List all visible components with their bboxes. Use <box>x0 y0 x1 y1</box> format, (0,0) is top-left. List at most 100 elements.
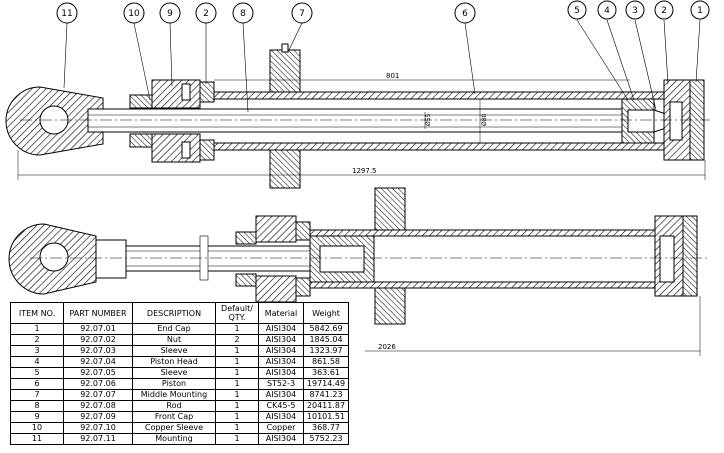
balloon-10: 10 <box>123 2 151 101</box>
bom-cell: 92.07.10 <box>63 422 133 434</box>
bom-cell: 1323.97 <box>303 345 349 357</box>
bom-cell: 1 <box>215 378 259 390</box>
svg-text:1: 1 <box>697 6 703 16</box>
svg-text:6: 6 <box>462 9 468 19</box>
bom-cell: 19714.49 <box>303 378 349 390</box>
svg-text:11: 11 <box>61 9 72 19</box>
bom-header-part-number: PART NUMBER <box>63 302 133 324</box>
balloon-6: 6 <box>454 2 476 95</box>
svg-text:8: 8 <box>240 9 246 19</box>
bom-header-description: DESCRIPTION <box>132 302 216 324</box>
bom-cell: Middle Mounting <box>132 389 216 401</box>
bom-cell: 7 <box>10 389 64 401</box>
bom-cell: 5 <box>10 367 64 379</box>
bom-cell: 92.07.07 <box>63 389 133 401</box>
middle-mounting <box>269 49 301 93</box>
bom-cell: 5752.23 <box>303 433 349 445</box>
bom-cell: AISI304 <box>258 367 304 379</box>
cylinder-tube <box>213 91 665 100</box>
balloon-1: 1 <box>690 0 710 83</box>
dim-rod-diameter: Ø55 <box>425 113 432 126</box>
bom-cell: 92.07.03 <box>63 345 133 357</box>
bom-cell: 1 <box>215 356 259 368</box>
section-view-retracted <box>5 43 710 189</box>
bom-cell: Piston Head <box>132 356 216 368</box>
svg-text:9: 9 <box>167 9 173 19</box>
bom-cell: Sleeve <box>132 367 216 379</box>
bom-cell: Front Cap <box>132 411 216 423</box>
bom-cell: 92.07.01 <box>63 323 133 335</box>
bom-cell: Piston <box>132 378 216 390</box>
bom-cell: 8741.23 <box>303 389 349 401</box>
bom-header-weight: Weight <box>303 302 349 324</box>
svg-text:10: 10 <box>128 9 140 19</box>
bom-cell: 1 <box>215 345 259 357</box>
dimensions-top <box>17 79 706 180</box>
bom-cell: 1 <box>215 400 259 412</box>
bom-cell: AISI304 <box>258 334 304 346</box>
bom-cell: AISI304 <box>258 389 304 401</box>
svg-text:2: 2 <box>661 6 667 16</box>
bom-cell: 92.07.06 <box>63 378 133 390</box>
bom-cell: 92.07.11 <box>63 433 133 445</box>
bom-cell: Sleeve <box>132 345 216 357</box>
bom-cell: Nut <box>132 334 216 346</box>
balloon-3: 3 <box>625 0 657 111</box>
balloon-11: 11 <box>56 2 78 89</box>
bom-cell: 2 <box>10 334 64 346</box>
bom-cell: 20411.87 <box>303 400 349 412</box>
bom-cell: AISI304 <box>258 433 304 445</box>
bom-cell: 1 <box>215 389 259 401</box>
svg-text:5: 5 <box>574 6 580 16</box>
bom-cell: 5842.69 <box>303 323 349 335</box>
bom-cell: 92.07.02 <box>63 334 133 346</box>
svg-text:7: 7 <box>299 9 305 19</box>
dim-extended-length: 2026 <box>378 343 396 351</box>
bom-cell: 1 <box>215 323 259 335</box>
item-balloons: 11 10 9 2 8 7 6 5 4 3 2 1 <box>56 0 710 113</box>
bom-header-item-no: ITEM NO. <box>10 302 64 324</box>
bom-cell: 92.07.05 <box>63 367 133 379</box>
svg-text:3: 3 <box>632 6 638 16</box>
bom-cell: AISI304 <box>258 345 304 357</box>
bom-cell: 92.07.08 <box>63 400 133 412</box>
svg-text:2: 2 <box>203 9 209 19</box>
bom-cell: 1 <box>10 323 64 335</box>
copper-sleeve <box>129 94 153 109</box>
balloon-4: 4 <box>597 0 635 101</box>
bom-cell: 10101.51 <box>303 411 349 423</box>
balloon-2-left: 2 <box>195 2 217 84</box>
dimensions-bottom <box>365 296 701 356</box>
bom-cell: 4 <box>10 356 64 368</box>
balloon-8: 8 <box>232 2 254 113</box>
balloon-9: 9 <box>159 2 181 87</box>
bom-cell: 9 <box>10 411 64 423</box>
bom-header-qty: Default/ QTY. <box>215 302 259 324</box>
bom-cell: 1 <box>215 411 259 423</box>
section-view-extended <box>8 187 710 325</box>
svg-text:4: 4 <box>604 6 610 16</box>
rod <box>87 108 634 133</box>
dim-bore-diameter: Ø80 <box>481 113 488 126</box>
nut-front <box>199 81 215 103</box>
bom-cell: Copper Sleeve <box>132 422 216 434</box>
bom-cell: AISI304 <box>258 323 304 335</box>
bom-cell: 10 <box>10 422 64 434</box>
bom-cell: 2 <box>215 334 259 346</box>
bom-cell: End Cap <box>132 323 216 335</box>
balloon-2-right: 2 <box>654 0 674 85</box>
bom-cell: 363.61 <box>303 367 349 379</box>
bill-of-materials: ITEM NO. PART NUMBER DESCRIPTION Default… <box>10 302 349 445</box>
bom-header-material: Material <box>258 302 304 324</box>
bom-cell: 861.58 <box>303 356 349 368</box>
bom-cell: Mounting <box>132 433 216 445</box>
bom-cell: 8 <box>10 400 64 412</box>
bom-cell: 1845.04 <box>303 334 349 346</box>
